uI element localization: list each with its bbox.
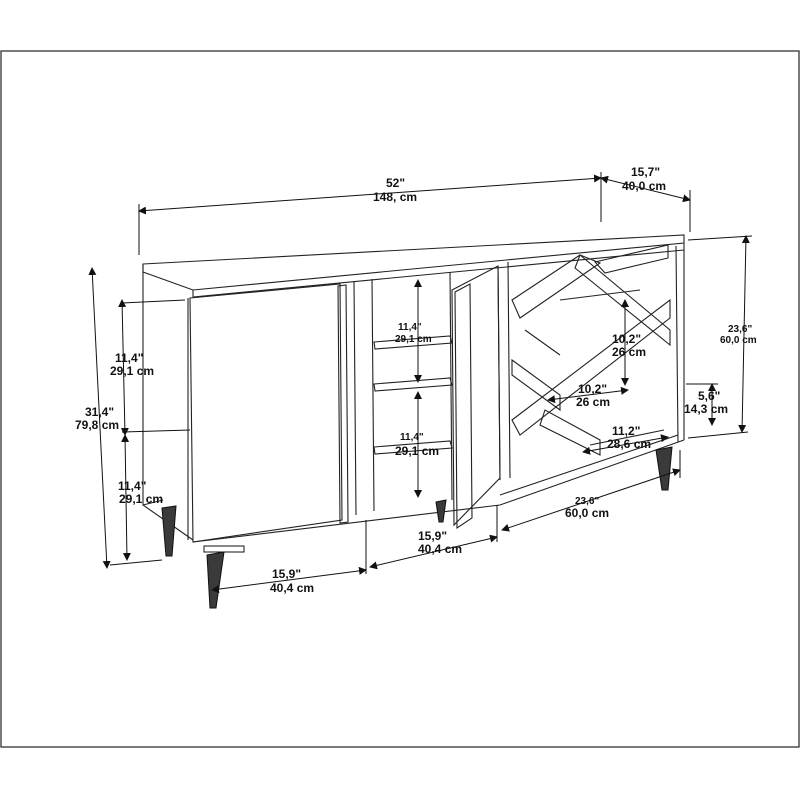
dimension-labels: 52" 148, cm 15,7" 40,0 cm 31,4" 79,8 cm … [75,165,757,595]
cabinet-top [142,234,685,291]
leg-middle [435,499,447,523]
cabinet-bottom [192,439,685,543]
left-door [189,283,343,543]
leg-bracket [203,545,245,553]
depth-cm-label: 40,0 cm [622,179,666,193]
height-cm-label: 79,8 cm [75,418,119,432]
middle-door-open [451,265,501,527]
outer-frame [0,50,800,748]
shelf-lower-in-label: 11,4" [400,432,424,443]
leg-height-cm-label: 14,3 cm [684,402,728,416]
left-upper-cm-label: 29,1 cm [110,364,154,378]
left-upper-in-label: 11,4" [115,351,143,365]
shelf-upper-in-label: 11,4" [398,322,422,333]
mid-door-width-in-label: 15,9" [418,529,447,543]
mid-door-width-cm-label: 40,4 cm [418,542,462,556]
middle-shelf-low [373,440,453,455]
leg-right [655,446,673,491]
wine-width-cm-label: 60,0 cm [565,506,609,520]
side-height-in-label: 23,6" [728,324,752,335]
wine-width-in-label: 23,6" [575,496,599,507]
width-cm-label: 148, cm [373,190,417,204]
leg-front-left [206,551,225,609]
height-in-label: 31,4" [85,405,114,419]
left-lower-cm-label: 29,1 cm [119,492,163,506]
depth-in-label: 15,7" [631,165,660,179]
rack-mid-in-label: 10,2" [578,382,607,396]
shelf-upper-cm-label: 29,1 cm [395,334,432,345]
left-door-handle [337,284,349,524]
rack-bottom-in-label: 11,2" [612,424,640,438]
rack-upper-cm-label: 26 cm [612,345,646,359]
leg-height-in-label: 5,6" [698,389,720,403]
dimension-lines [88,172,753,594]
side-height-cm-label: 60,0 cm [720,335,757,346]
left-lower-in-label: 11,4" [118,479,146,493]
leg-back-left [161,505,177,557]
shelf-lower-cm-label: 29,1 cm [395,444,439,458]
rack-mid-cm-label: 26 cm [576,395,610,409]
rack-bottom-cm-label: 28,6 cm [607,437,651,451]
rack-upper-in-label: 10,2" [612,332,641,346]
left-door-width-in-label: 15,9" [272,567,301,581]
wine-rack [511,244,671,456]
left-door-width-cm-label: 40,4 cm [270,581,314,595]
middle-door-edge [454,283,473,530]
middle-shelf-mid [373,377,453,392]
width-in-label: 52" [386,176,405,190]
